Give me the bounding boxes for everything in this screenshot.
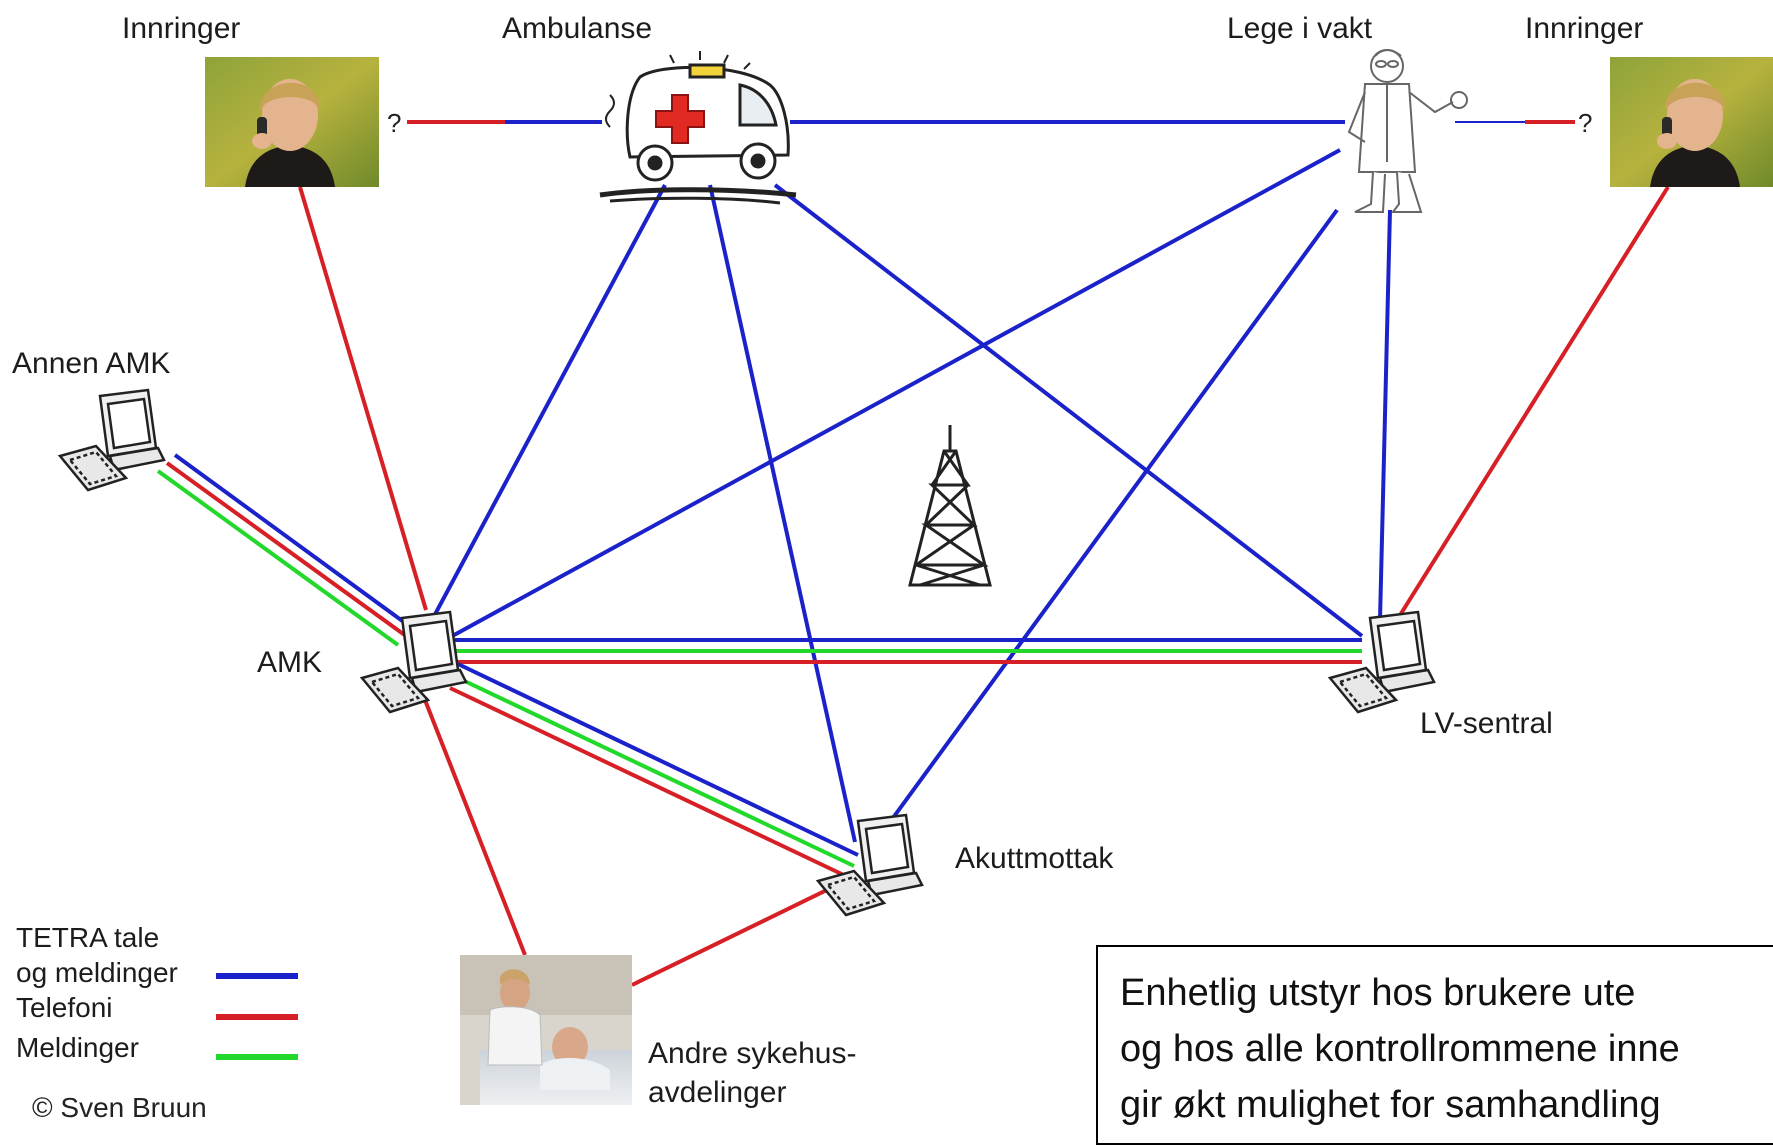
- legend-telefoni-label: Telefoni: [16, 992, 113, 1023]
- copyright: © Sven Bruun: [32, 1092, 207, 1123]
- computer-icon-akuttmottak: [815, 813, 924, 917]
- link-caller-lv: [1395, 185, 1670, 622]
- hospital-photo: [460, 955, 632, 1105]
- legend-meldinger-label: Meldinger: [16, 1032, 139, 1063]
- link-caller-amk: [298, 186, 428, 611]
- uncertain-marker-left: ?: [387, 108, 401, 138]
- info-box: Enhetlig utstyr hos brukere ute og hos a…: [1096, 945, 1773, 1145]
- link-amk-akuttmottak-telefoni: [449, 686, 851, 880]
- uncertain-marker-right: ?: [1578, 108, 1592, 138]
- legend-tetra-label-2: og meldinger: [16, 957, 178, 988]
- label-andre-sykehus-1: Andre sykehus-: [648, 1037, 857, 1070]
- link-ambulance-lv: [773, 183, 1364, 638]
- connection-lines: [156, 120, 1670, 987]
- label-annen-amk: Annen AMK: [12, 347, 171, 380]
- legend-tetra-swatch: [216, 973, 298, 979]
- caller-photo-left: [205, 57, 379, 187]
- legend-meldinger-swatch: [216, 1054, 298, 1060]
- legend-telefoni-swatch: [216, 1014, 298, 1020]
- link-annen-amk-tetra: [173, 453, 414, 630]
- computer-icon-annen-amk: [57, 388, 166, 492]
- doctor-icon: [1347, 49, 1468, 213]
- label-andre-sykehus-2: avdelinger: [648, 1076, 787, 1109]
- computer-icon-lv-sentral: [1327, 610, 1436, 714]
- link-ambulance-akuttmottak: [708, 184, 857, 843]
- link-doctor-lv: [1378, 209, 1392, 621]
- link-amk-akuttmottak-tetra: [457, 662, 859, 857]
- info-line-1: Enhetlig utstyr hos brukere ute: [1120, 972, 1636, 1014]
- label-amk: AMK: [257, 646, 323, 679]
- label-innringer-left: Innringer: [122, 12, 241, 45]
- ambulance-icon: [599, 51, 797, 205]
- computer-icon-amk: [359, 610, 468, 714]
- link-doctor-amk: [444, 148, 1341, 642]
- caller-photo-right: [1610, 57, 1773, 187]
- link-annen-amk-telefoni: [165, 461, 408, 638]
- radio-tower-icon: [908, 425, 992, 587]
- info-line-3: gir økt mulighet for samhandling: [1120, 1084, 1661, 1126]
- label-lege-i-vakt: Lege i vakt: [1227, 12, 1373, 45]
- label-innringer-right: Innringer: [1525, 12, 1644, 45]
- link-annen-amk-meldinger: [156, 469, 400, 647]
- link-ambulance-amk: [430, 184, 667, 621]
- label-akuttmottak: Akuttmottak: [955, 842, 1114, 875]
- link-doctor-akuttmottak: [888, 208, 1339, 824]
- label-ambulanse: Ambulanse: [502, 12, 653, 45]
- link-akuttmottak-sykehus: [631, 884, 836, 987]
- link-amk-sykehus: [423, 699, 527, 956]
- legend-tetra-label-1: TETRA tale: [16, 922, 160, 953]
- label-lv-sentral: LV-sentral: [1420, 707, 1553, 740]
- link-amk-akuttmottak-meldinger: [453, 674, 855, 868]
- info-line-2: og hos alle kontrollrommene inne: [1120, 1028, 1680, 1070]
